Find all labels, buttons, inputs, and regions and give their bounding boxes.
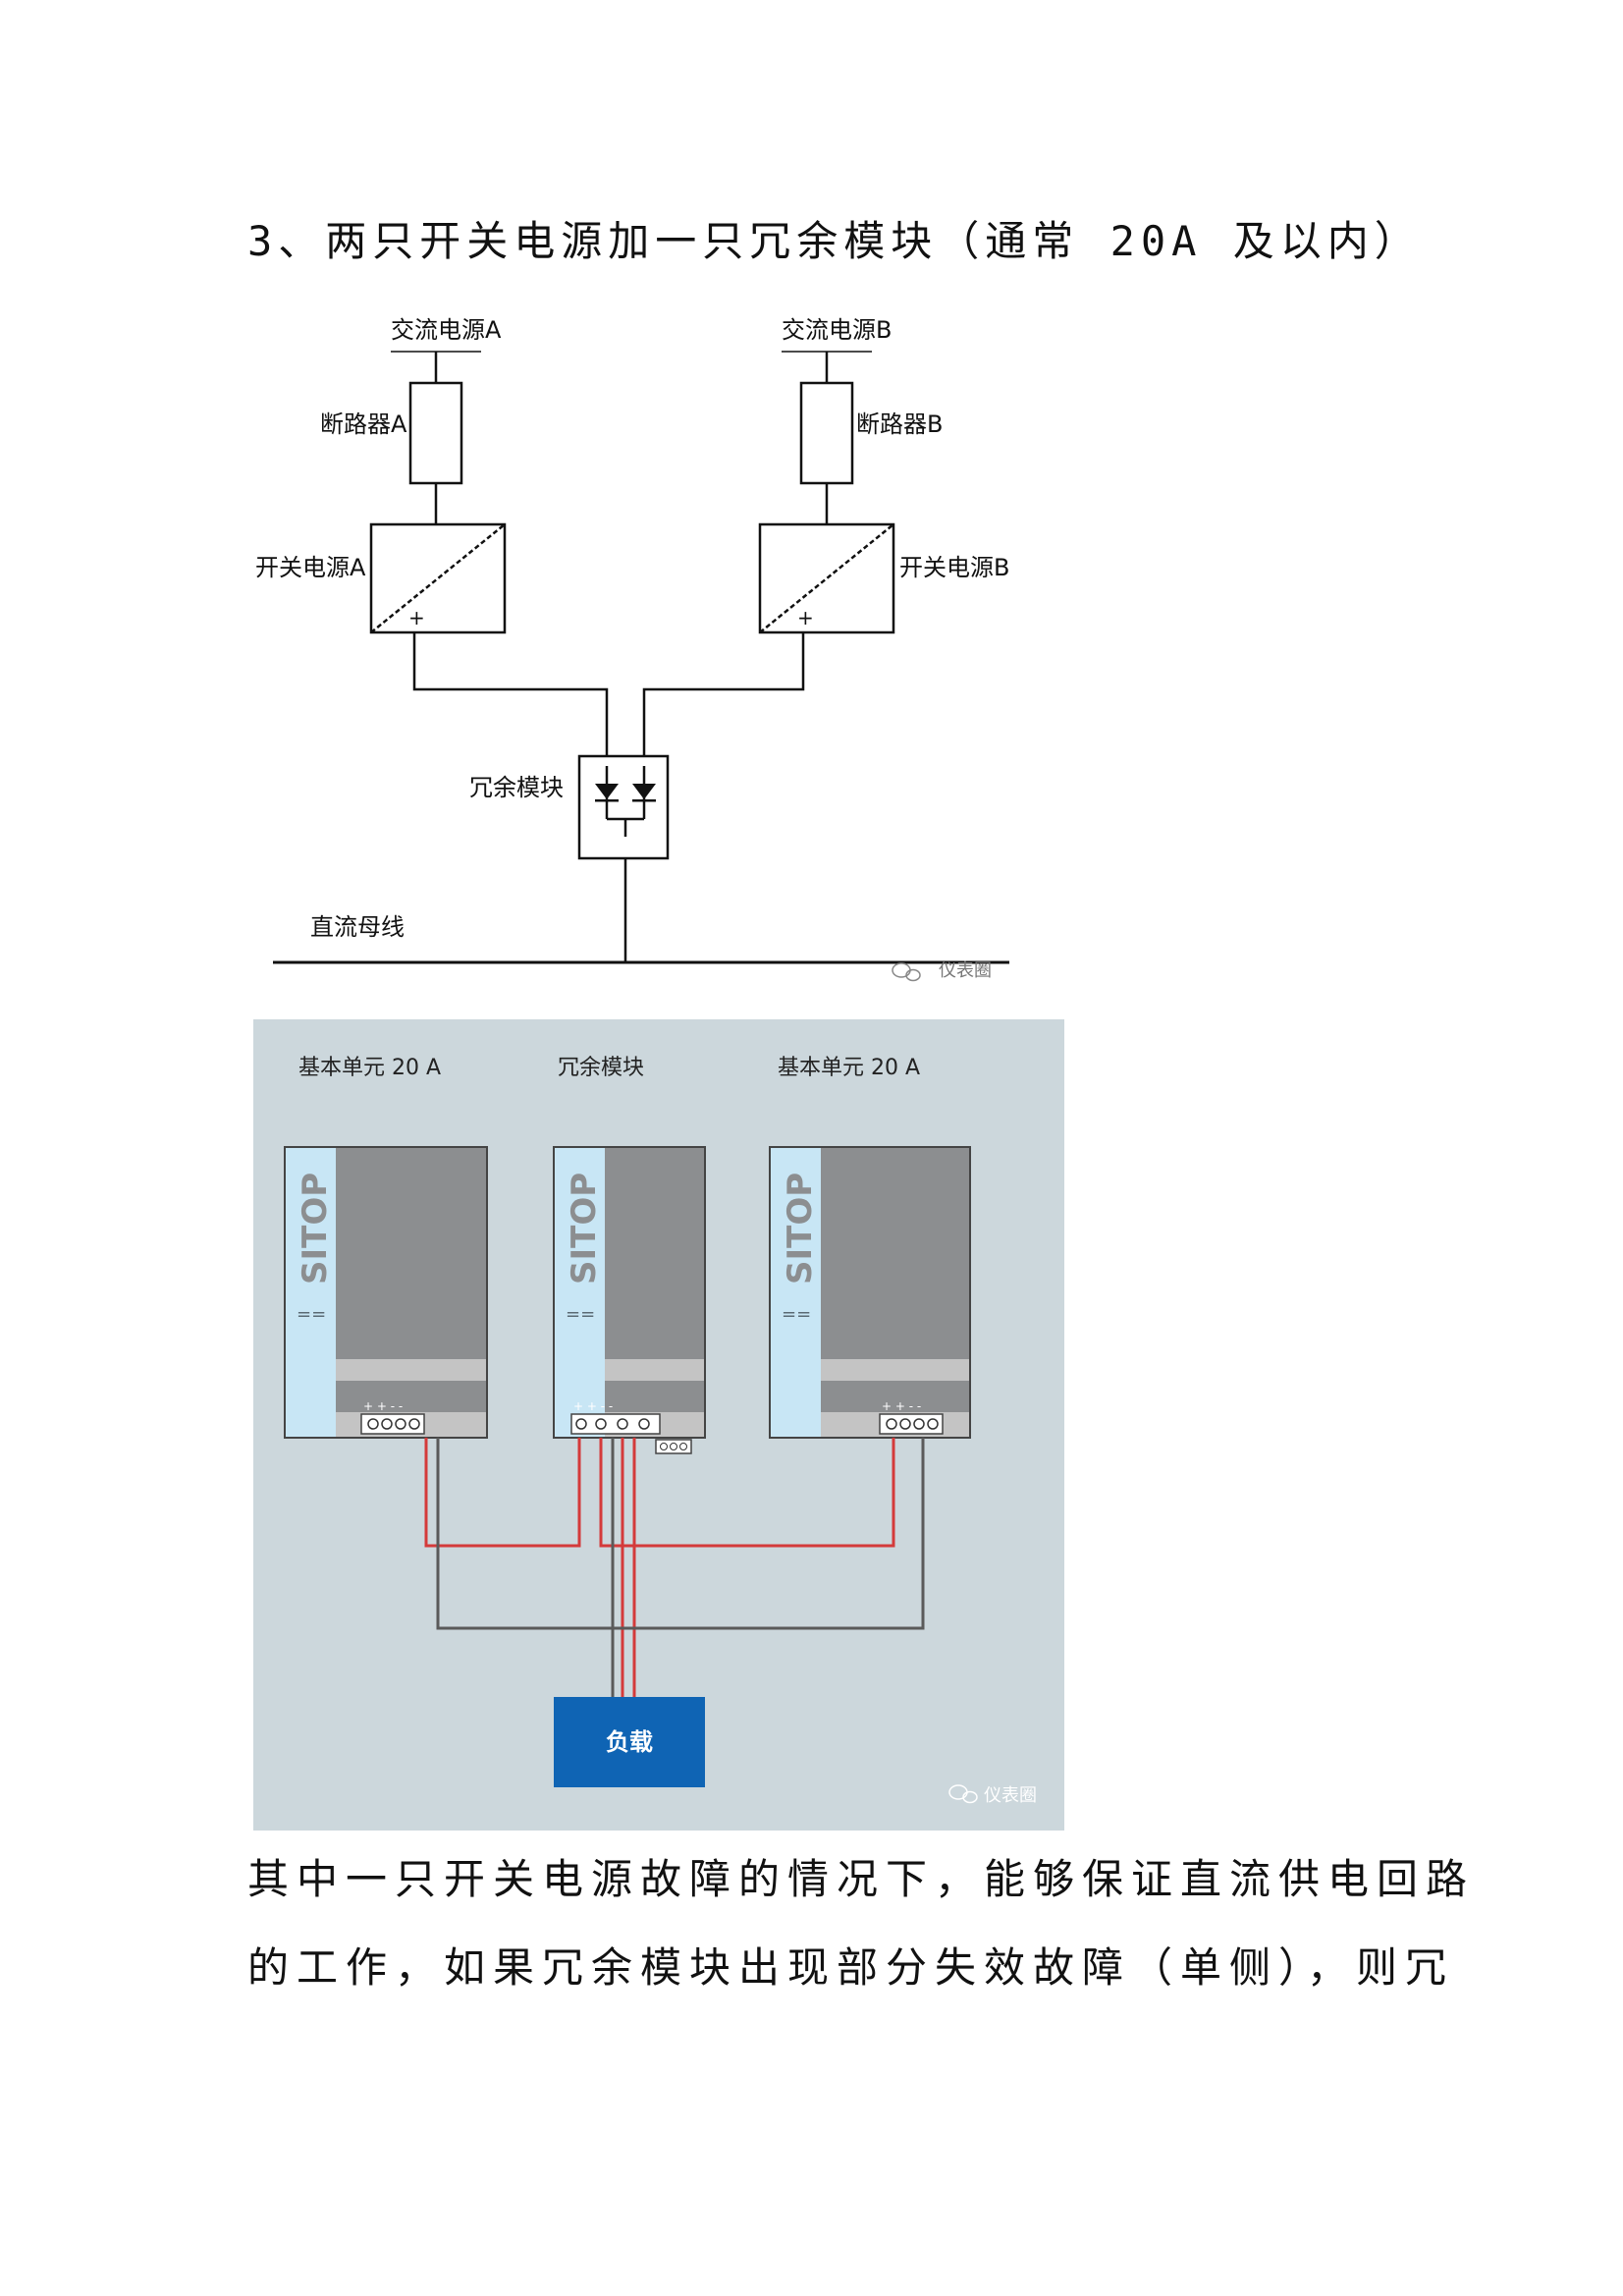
wire-psu-a-to-redundancy [412, 632, 609, 756]
redundancy-box [577, 754, 670, 860]
module-right-stripe [770, 1147, 821, 1438]
module-right [769, 1146, 971, 1439]
paragraph-line-1: 其中一只开关电源故障的情况下，能够保证直流供电回路 [247, 1855, 1476, 1903]
redundancy-schematic: 交流电源A 交流电源B 断路器A 断路器B 开关电源A 开关电源B + + 冗余… [255, 316, 1009, 982]
label-redundancy: 冗余模块 [469, 774, 564, 801]
dc-symbol-right: == [782, 1304, 811, 1325]
wechat-icon [948, 1784, 978, 1804]
wechat-icon [892, 962, 921, 982]
brand-right: SITOP [781, 1173, 820, 1285]
watermark-2: 仪表圈 [984, 1785, 1037, 1806]
wire-red-right [599, 1438, 895, 1548]
module-left-stripe [285, 1147, 336, 1438]
label-ac-b: 交流电源B [782, 316, 892, 344]
terminal-labels-middle: + + - - [573, 1399, 613, 1413]
wire-gray-return [436, 1438, 925, 1630]
brand-middle: SITOP [565, 1173, 604, 1285]
load-box [554, 1697, 705, 1787]
label-breaker-a: 断路器A [320, 410, 407, 438]
label-dc-bus: 直流母线 [310, 913, 405, 941]
paragraph-line-2: 的工作，如果冗余模块出现部分失效故障（单侧），则冗 [247, 1943, 1455, 1992]
label-basic-unit-right: 基本单元 20 A [778, 1056, 920, 1080]
plus-a: + [408, 606, 425, 629]
brand-left: SITOP [296, 1173, 335, 1285]
psu-a-diagonal [370, 523, 506, 633]
diode-icon [632, 784, 656, 799]
wire-psu-b-to-redundancy [642, 632, 805, 756]
breaker-a-box [408, 381, 463, 485]
wire-red-left [424, 1438, 581, 1548]
breaker-b-box [799, 381, 854, 485]
dc-symbol-left: == [297, 1304, 326, 1325]
label-ac-a: 交流电源A [391, 316, 502, 344]
label-redundancy-module: 冗余模块 [558, 1056, 644, 1080]
label-psu-a: 开关电源A [255, 554, 366, 581]
module-middle [553, 1146, 706, 1439]
dc-symbol-middle: == [566, 1304, 595, 1325]
signal-terminal [655, 1439, 692, 1454]
terminal-labels-left: + + - - [363, 1399, 403, 1413]
diode-icons [595, 784, 656, 802]
plus-b: + [797, 606, 814, 629]
terminal-block-middle: + + - - [570, 1399, 692, 1454]
terminal-labels-right: + + - - [882, 1399, 921, 1413]
load-label: 负载 [606, 1728, 653, 1756]
label-psu-b: 开关电源B [899, 554, 1009, 581]
psu-a-box [369, 522, 507, 634]
watermark-1: 仪表圈 [939, 960, 992, 981]
diode-icon [595, 784, 619, 799]
psu-b-diagonal [759, 523, 894, 633]
sitop-wiring-illustration: SITOP SITOP SITOP == == == + + - - + + -… [253, 1019, 1064, 1831]
terminal-block-left: + + - - [360, 1399, 425, 1435]
label-breaker-b: 断路器B [856, 410, 943, 438]
section-heading: 3、两只开关电源加一只冗余模块（通常 20A 及以内） [247, 217, 1422, 265]
psu-b-box [758, 522, 895, 634]
module-middle-stripe [554, 1147, 605, 1438]
terminal-block-right: + + - - [879, 1399, 944, 1435]
label-basic-unit-left: 基本单元 20 A [298, 1056, 441, 1080]
